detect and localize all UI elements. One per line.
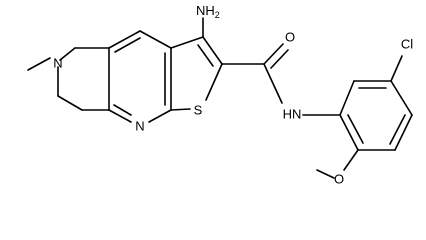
carbonyl-oxygen-label: O [285,29,295,44]
pyridine-nitrogen-label: N [135,118,144,133]
bond [339,80,355,116]
bond [339,114,359,151]
bond [113,104,132,116]
bond [316,169,335,179]
bond [139,30,172,49]
bond [170,108,191,111]
amino-main-text: NH [196,3,215,18]
bond [263,63,283,104]
molecule-canvas: N N S NH2 O HN Cl O [27,3,413,186]
bond [263,43,284,65]
bond [347,114,364,144]
chemical-structure: N N S NH2 O HN Cl O [27,3,413,186]
chloro-label: Cl [401,36,413,51]
bond [205,63,223,101]
bond-lines [27,17,413,179]
amino-group-label: NH2 [196,3,220,20]
bond [270,49,289,69]
bond [59,47,76,61]
thiophene-sulfur-label: S [194,102,203,117]
bond [390,55,403,82]
bond [27,57,51,71]
bond [202,36,223,65]
bond [197,44,214,67]
atom-labels: N N S NH2 O HN Cl O [53,3,413,186]
amide-nh-label: HN [283,106,302,121]
bond [148,109,172,123]
bond [390,80,413,116]
bond [108,30,141,49]
bond [389,114,406,145]
methoxy-oxygen-label: O [334,171,344,186]
bond [57,95,83,111]
bond [343,149,359,171]
bond [114,37,141,53]
amino-subscript-text: 2 [215,10,220,20]
bond [170,36,204,49]
bond [108,109,132,123]
ring-nitrogen-label: N [53,55,62,70]
bond [394,114,413,151]
